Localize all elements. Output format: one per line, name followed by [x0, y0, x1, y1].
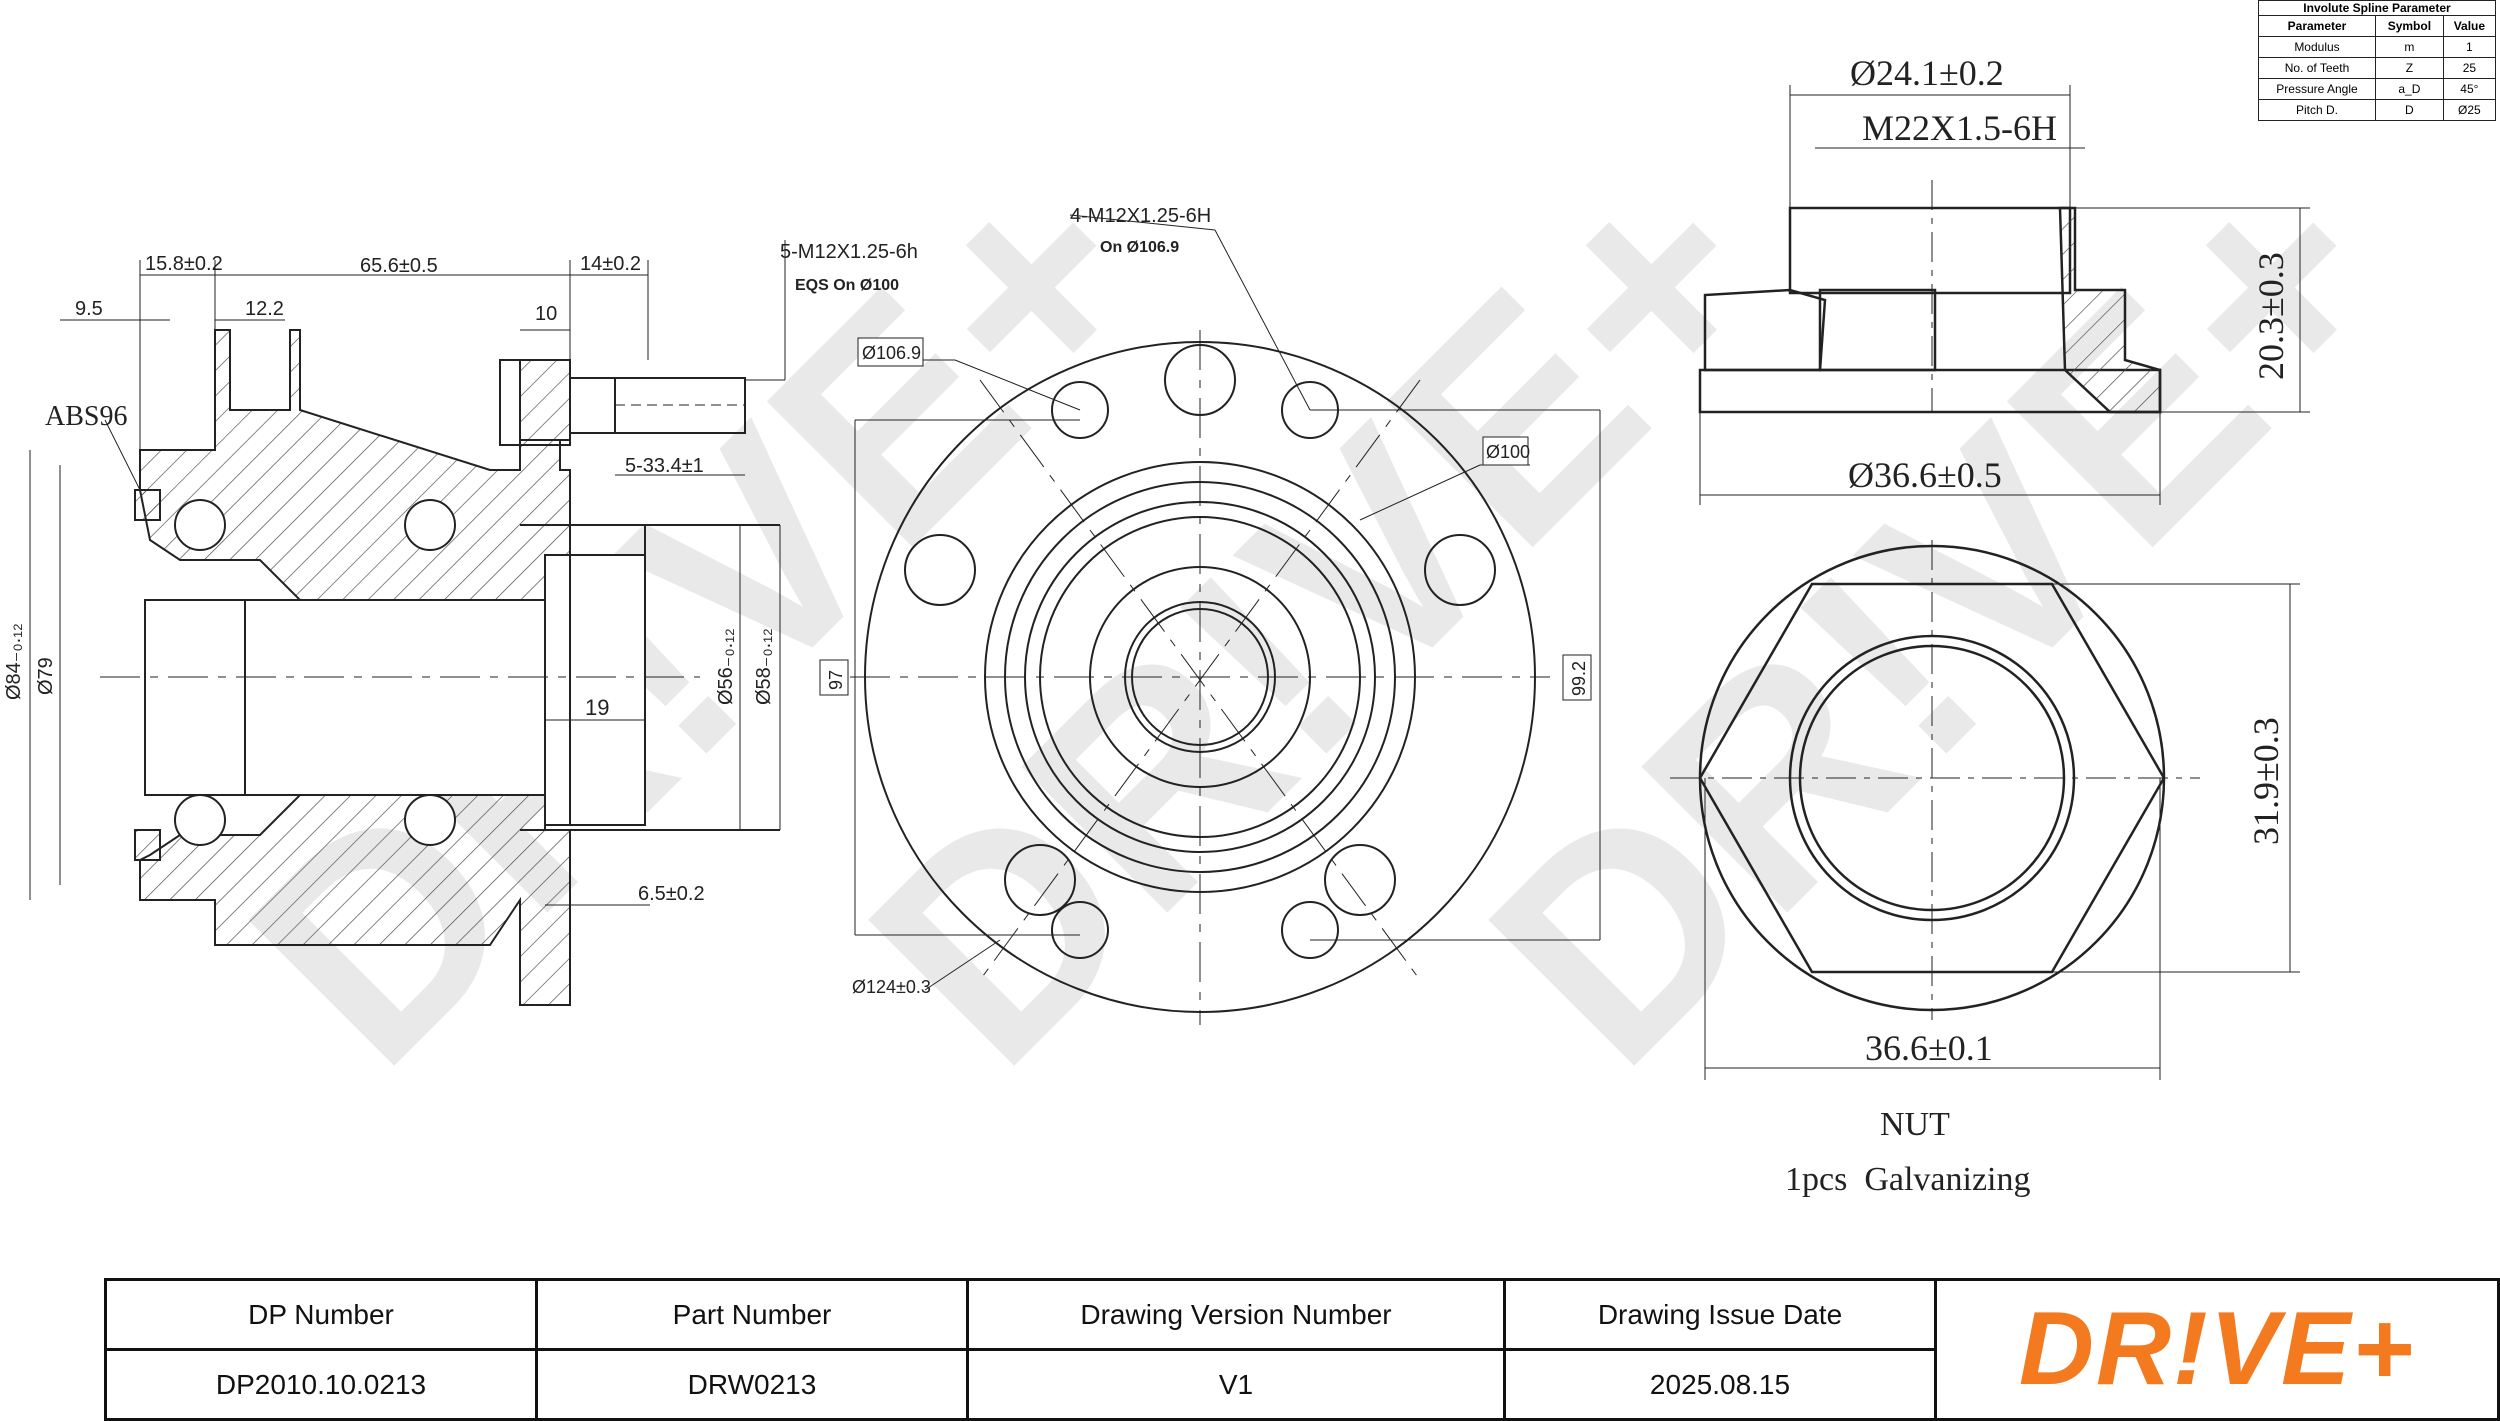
abs-seal-lower: [134, 829, 161, 861]
nut-d24-1: Ø24.1±0.2: [1850, 53, 2004, 93]
stud-dim: 5-33.4±1: [625, 455, 704, 477]
dim-65-6: 65.6±0.5: [360, 255, 438, 277]
bolt-hole-3: [1051, 901, 1109, 959]
header-parameter: Parameter: [2258, 15, 2376, 37]
nut-hex-side-2: [1818, 288, 1937, 372]
nut-subtitle: 1pcs Galvanizing: [1785, 1161, 2031, 1198]
nut-hex-side: [1703, 288, 1827, 372]
nut-view: Ø24.1±0.2 M22X1.5-6H 20.3±0.3 Ø36.6±0.5 …: [1670, 53, 2310, 1198]
spline-parameter-table: Involute Spline Parameter Parameter Symb…: [2258, 0, 2497, 121]
bolt-callout: 5-M12X1.25-6h: [780, 241, 918, 263]
dim-14: 14±0.2: [580, 253, 641, 275]
dim-12-2: 12.2: [245, 298, 284, 320]
stud-hole-2: [904, 534, 976, 606]
front-view: 4-M12X1.25-6H On Ø106.9 Ø106.9 Ø100 97 9…: [819, 205, 1601, 1025]
nut-section: [2058, 206, 2162, 414]
bearing-ball-4: [404, 794, 456, 846]
part-number: DRW0213: [535, 1348, 969, 1421]
hub-section-upper: [139, 329, 571, 601]
cell: a_D: [2375, 78, 2444, 100]
spline-table-caption: Involute Spline Parameter: [2258, 0, 2496, 15]
stud-hole-3: [1424, 534, 1496, 606]
dim-d124: Ø124±0.3: [852, 977, 931, 997]
dim-99-2: 99.2: [1569, 661, 1589, 696]
thread-callout-2: On Ø106.9: [1100, 239, 1179, 256]
cell: 1: [2442, 36, 2497, 58]
table-row: Pressure Angle a_D 45°: [2258, 78, 2497, 100]
brand-logo: DR!VE+: [2018, 1291, 2416, 1407]
title-block: DP Number Part Number Drawing Version Nu…: [104, 1278, 2500, 1421]
table-row: Modulus m 1: [2258, 36, 2497, 58]
header-part-number: Part Number: [535, 1278, 969, 1351]
dp-number: DP2010.10.0213: [104, 1348, 538, 1421]
cell: D: [2375, 99, 2444, 121]
cell: Pressure Angle: [2258, 78, 2376, 100]
header-version: Drawing Version Number: [966, 1278, 1506, 1351]
hub-bore: [144, 599, 546, 796]
dim-d79: Ø79: [35, 657, 57, 695]
flange-section: [519, 359, 571, 441]
cell: m: [2375, 36, 2444, 58]
nut-thread: M22X1.5-6H: [1862, 108, 2057, 148]
cell: Modulus: [2258, 36, 2376, 58]
bolt-callout-2: EQS On Ø100: [795, 277, 899, 294]
dim-15-8: 15.8±0.2: [145, 253, 223, 275]
table-row: No. of Teeth Z 25: [2258, 57, 2497, 79]
dim-d100: Ø100: [1486, 442, 1530, 462]
header-issue-date: Drawing Issue Date: [1503, 1278, 1937, 1351]
cell: Z: [2375, 57, 2444, 79]
version-number: V1: [966, 1348, 1506, 1421]
stud-hole-5: [1324, 844, 1396, 916]
dim-d58: Ø58₋₀.₁₂: [753, 628, 775, 705]
dim-d106-9: Ø106.9: [862, 343, 921, 363]
abs-seal-upper: [134, 489, 161, 521]
abs-label: ABS96: [45, 401, 127, 432]
bearing-ball-1: [174, 499, 226, 551]
header-dp-number: DP Number: [104, 1278, 538, 1351]
nut-collar: [1788, 206, 2072, 295]
cell: No. of Teeth: [2258, 57, 2376, 79]
bolt-hole-4: [1281, 901, 1339, 959]
dim-d84: Ø84₋₀.₁₂: [3, 623, 25, 700]
cell: Ø25: [2442, 99, 2497, 121]
issue-date: 2025.08.15: [1503, 1348, 1937, 1421]
dim-10: 10: [535, 303, 557, 325]
nut-h20-3: 20.3±0.3: [2251, 252, 2291, 380]
table-row: Pitch D. D Ø25: [2258, 99, 2497, 121]
spline-table-header: Parameter Symbol Value: [2258, 15, 2497, 37]
nut-w36-6: 36.6±0.1: [1865, 1028, 1993, 1068]
stud-hole-4: [1004, 844, 1076, 916]
dim-6-5: 6.5±0.2: [638, 883, 705, 905]
cell: 25: [2442, 57, 2497, 79]
nut-d36-6: Ø36.6±0.5: [1848, 455, 2002, 495]
dim-d56: Ø56₋₀.₁₂: [715, 628, 737, 705]
side-section-view: 15.8±0.2 65.6±0.5 14±0.2 9.5 12.2 10 ABS…: [3, 240, 918, 1006]
thread-callout: 4-M12X1.25-6H: [1070, 205, 1211, 227]
bearing-ball-3: [174, 794, 226, 846]
bearing-ball-2: [404, 499, 456, 551]
nut-title: NUT: [1880, 1106, 1950, 1143]
bolt-hole-1: [1051, 381, 1109, 439]
header-value: Value: [2442, 15, 2497, 37]
dim-97: 97: [826, 670, 846, 690]
dim-9-5: 9.5: [75, 298, 103, 320]
dim-19: 19: [585, 695, 609, 720]
flange-right: [544, 554, 646, 826]
header-symbol: Symbol: [2375, 15, 2444, 37]
nut-h31-9: 31.9±0.3: [2246, 717, 2286, 845]
cell: 45°: [2442, 78, 2497, 100]
cell: Pitch D.: [2258, 99, 2376, 121]
logo-cell: DR!VE+: [1934, 1278, 2500, 1421]
